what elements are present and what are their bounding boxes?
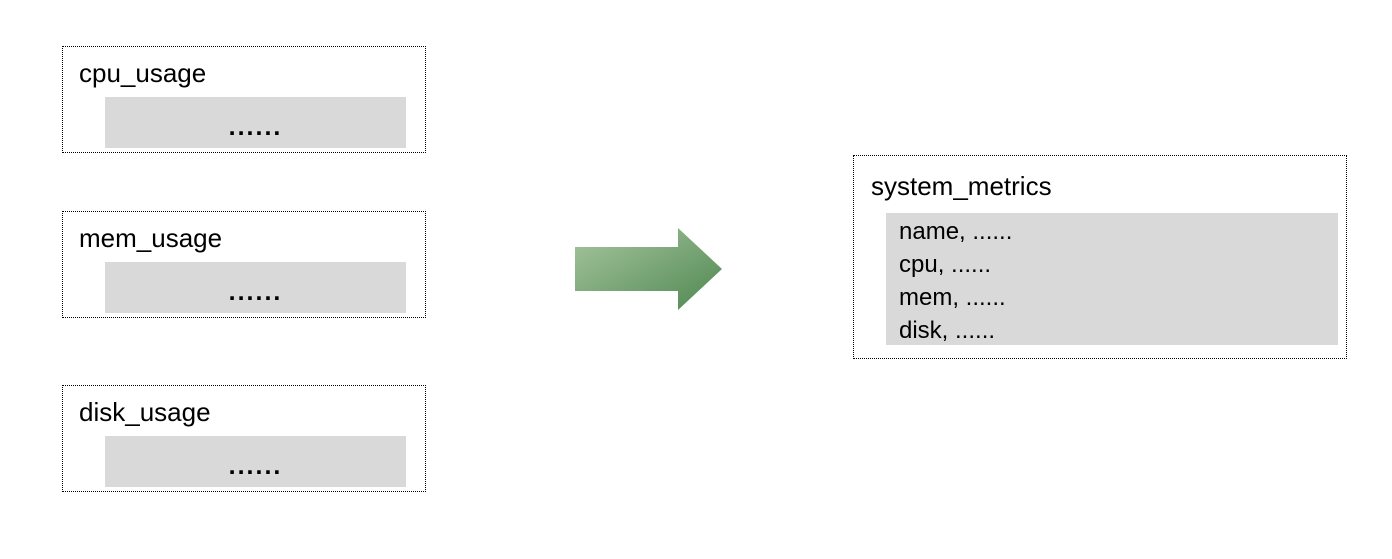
- source-box-title: mem_usage: [79, 223, 223, 253]
- target-field-disk: disk, ......: [899, 317, 996, 344]
- source-data-bar: ......: [105, 262, 406, 313]
- target-field-name: name, ......: [899, 218, 1013, 245]
- source-box-disk-usage: disk_usage ......: [62, 385, 426, 492]
- placeholder-dots: ......: [228, 452, 283, 480]
- merge-arrow-icon: [575, 228, 722, 310]
- source-box-title: cpu_usage: [79, 58, 207, 88]
- target-fields-panel: name, ...... cpu, ...... mem, ...... dis…: [886, 213, 1338, 345]
- target-box-title: system_metrics: [871, 171, 1052, 201]
- source-box-title: disk_usage: [79, 397, 211, 427]
- target-box-system-metrics: system_metrics name, ...... cpu, ...... …: [853, 155, 1347, 359]
- source-data-bar: ......: [105, 436, 406, 487]
- target-field-cpu: cpu, ......: [899, 251, 992, 278]
- target-field-mem: mem, ......: [899, 284, 1006, 311]
- placeholder-dots: ......: [228, 113, 283, 141]
- source-box-cpu-usage: cpu_usage ......: [62, 46, 426, 153]
- placeholder-dots: ......: [228, 278, 283, 306]
- source-data-bar: ......: [105, 97, 406, 148]
- source-box-mem-usage: mem_usage ......: [62, 211, 426, 318]
